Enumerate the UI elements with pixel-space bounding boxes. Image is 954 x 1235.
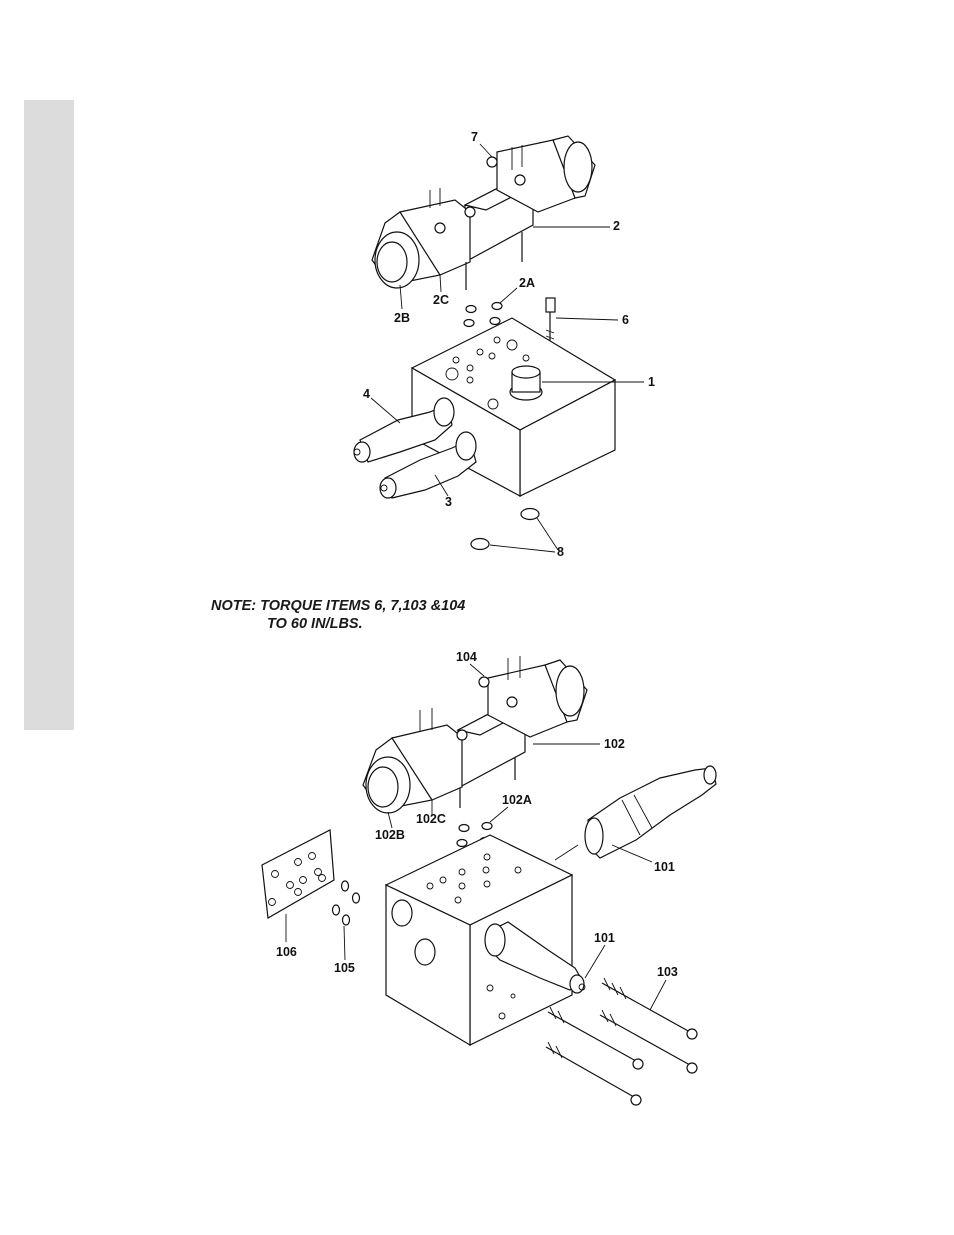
callout-7: 7 [471, 130, 478, 144]
callout-106: 106 [276, 945, 297, 959]
top-solenoid-valve [372, 136, 595, 290]
callout-6: 6 [622, 313, 629, 327]
bottom-gasket-plate-106 [262, 830, 334, 918]
callout-102a: 102A [502, 793, 532, 807]
callout-2c: 2C [433, 293, 449, 307]
callout-102c: 102C [416, 812, 446, 826]
bottom-solenoid-valve [363, 656, 587, 813]
callout-104: 104 [456, 650, 477, 664]
callout-101-lower: 101 [594, 931, 615, 945]
callout-105: 105 [334, 961, 355, 975]
top-valve-assembly: 7 2 2A 6 1 4 2B 2C 3 8 [354, 130, 655, 559]
callout-2: 2 [613, 219, 620, 233]
bottom-orings-105 [333, 881, 360, 925]
callout-8: 8 [557, 545, 564, 559]
bottom-manifold-block [386, 835, 572, 1045]
top-orings-2a [464, 303, 502, 327]
bottom-valve-assembly: 104 102 102A 102C 102B 101 101 103 106 1… [262, 650, 716, 1105]
callout-102: 102 [604, 737, 625, 751]
callout-101-upper: 101 [654, 860, 675, 874]
callout-1: 1 [648, 375, 655, 389]
callout-2b: 2B [394, 311, 410, 325]
top-orings-8 [471, 509, 539, 550]
callout-3: 3 [445, 495, 452, 509]
callout-4: 4 [363, 387, 370, 401]
callout-103: 103 [657, 965, 678, 979]
callout-2a: 2A [519, 276, 535, 290]
bottom-cartridge-101-exploded [585, 766, 716, 858]
callout-102b: 102B [375, 828, 405, 842]
